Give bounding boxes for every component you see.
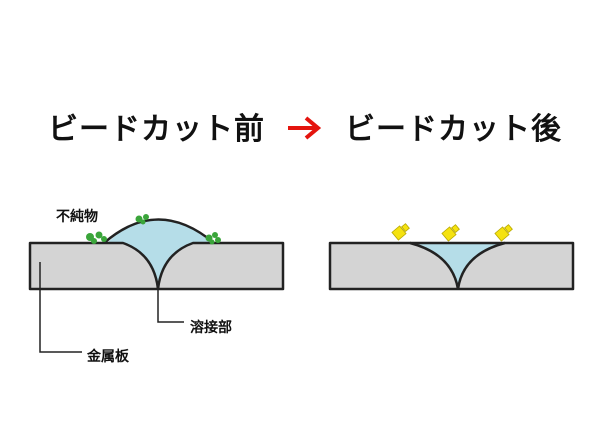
weld-bead-outline-before: [103, 218, 215, 244]
impurity-dots: [86, 214, 221, 245]
leader-line-metal: [39, 262, 82, 353]
label-impurity: 不純物: [56, 209, 98, 225]
diagram-after: [328, 223, 575, 291]
weld-bead-after: [410, 244, 505, 288]
leader-line-weld: [157, 288, 184, 323]
metal-plate-before: [28, 241, 285, 291]
diagram-before: [28, 214, 285, 353]
red-arrow-icon: [288, 116, 322, 140]
cut-chip-icons: [391, 223, 513, 242]
title-after-bead-cut: ビードカット後: [345, 112, 562, 147]
weld-bead-before: [108, 218, 210, 288]
label-weld-zone: 溶接部: [190, 320, 232, 336]
label-base-metal: 金属板: [87, 349, 129, 365]
title-before-bead-cut: ビードカット前: [48, 112, 265, 147]
